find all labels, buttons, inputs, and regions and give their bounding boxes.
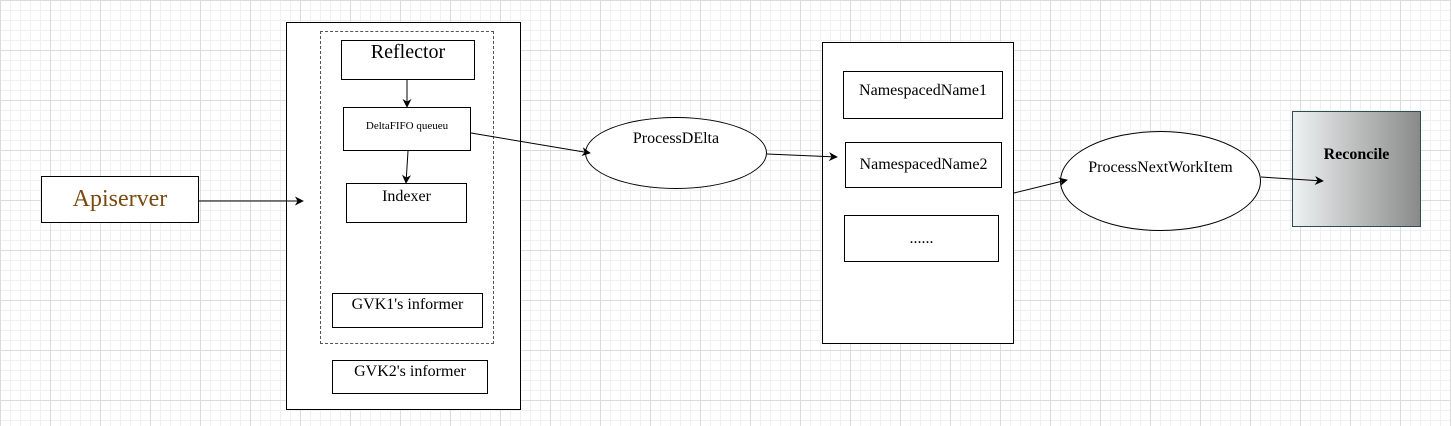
process-delta-label: ProcessDElta [632, 130, 720, 147]
gvk1-informer-group [320, 31, 494, 344]
reflector-node: Reflector [341, 40, 475, 80]
process-next-work-item-node: ProcessNextWorkItem [1060, 131, 1261, 231]
reflector-label: Reflector [370, 41, 446, 63]
gvk2-informer-node: GVK2's informer [332, 360, 488, 394]
gvk1-informer-node: GVK1's informer [332, 293, 483, 328]
reconcile-node: Reconcile [1292, 111, 1421, 227]
gvk2-informer-label: GVK2's informer [354, 363, 466, 380]
apiserver-label: Apiserver [72, 186, 168, 212]
workqueue-item-more: ...... [844, 215, 999, 262]
indexer-node: Indexer [346, 183, 467, 223]
workqueue-item-2-label: NamespacedName2 [859, 155, 988, 173]
indexer-label: Indexer [382, 188, 431, 205]
apiserver-node: Apiserver [41, 176, 199, 223]
process-delta-node: ProcessDElta [585, 117, 767, 189]
workqueue-item-more-label: ...... [909, 229, 934, 247]
workqueue-item-2: NamespacedName2 [845, 142, 1002, 188]
deltafifo-queue-node: DeltaFIFO queueu [343, 107, 471, 151]
deltafifo-queue-label: DeltaFIFO queueu [365, 120, 449, 132]
reconcile-label: Reconcile [1323, 146, 1390, 163]
gvk1-informer-label: GVK1's informer [351, 296, 464, 313]
workqueue-item-1-label: NamespacedName1 [859, 82, 987, 99]
workqueue-item-1: NamespacedName1 [843, 71, 1003, 119]
process-next-work-item-label: ProcessNextWorkItem [1088, 159, 1233, 176]
